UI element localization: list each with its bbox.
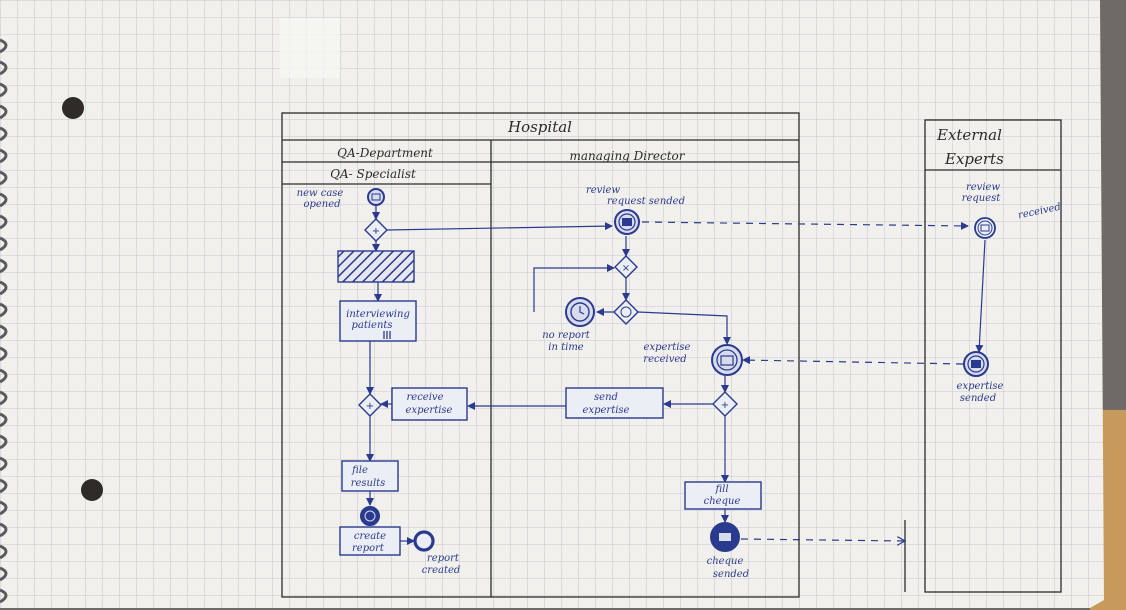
redaction-smudge <box>280 18 340 78</box>
no-report-label-2: in time <box>548 342 584 353</box>
gateway-exclusive-merge: × <box>614 255 638 279</box>
send-expertise-label-1: send <box>594 392 618 403</box>
receive-expertise-label-2: expertise <box>406 405 453 416</box>
send-event-review-request <box>614 209 640 235</box>
task-receive-expertise <box>391 387 468 421</box>
pool-hospital <box>281 112 800 598</box>
gateway-parallel-split: + <box>712 391 738 417</box>
review-request-sended-label-2: request sended <box>607 196 685 207</box>
create-report-label-2: report <box>352 543 385 554</box>
task-file-results <box>341 460 399 492</box>
end-event-cheque-sended <box>710 522 740 552</box>
receive-event-expertise <box>711 344 743 376</box>
gateway-event-based <box>613 299 639 325</box>
send-event-expertise <box>963 351 989 377</box>
report-created-label-2: created <box>422 565 461 576</box>
svg-text:×: × <box>622 263 630 274</box>
interviewing-label-1: interviewing <box>346 309 410 320</box>
report-created-label-1: report <box>427 553 460 564</box>
lane-managing-director: managing Director <box>570 149 686 163</box>
end-event-report-created <box>413 530 435 552</box>
svg-text:+: + <box>366 401 374 412</box>
expertise-sended-label-2: sended <box>960 393 996 404</box>
expertise-received-label-2: received <box>643 354 686 365</box>
receive-expertise-label-1: receive <box>407 392 444 403</box>
create-report-label-1: create <box>354 531 386 542</box>
sequence-flows <box>366 205 986 545</box>
pool-external-title-line2: Experts <box>944 150 1004 168</box>
expertise-sended-label-1: expertise <box>957 381 1004 392</box>
start-event-new-case <box>367 188 385 206</box>
punch-hole-top <box>62 97 84 119</box>
no-report-label-1: no report <box>542 330 591 341</box>
review-request-sended-label-1: review <box>586 185 620 196</box>
task-create-report <box>339 526 401 556</box>
lane-qa-department: QA-Department <box>337 146 433 160</box>
message-flows <box>641 221 969 541</box>
review-request-received-label-2: request <box>962 193 1002 204</box>
multi-instance-icon <box>383 331 391 339</box>
gateway-join: + <box>358 393 382 417</box>
interviewing-label-2: patients <box>351 320 392 331</box>
punch-hole-bottom <box>81 479 103 501</box>
svg-text:+: + <box>721 400 729 411</box>
pool-hospital-title: Hospital <box>507 118 572 136</box>
cheque-sended-label-1: cheque <box>707 556 744 567</box>
cheque-sended-label-2: sended <box>713 569 749 580</box>
task-interviewing-patients <box>339 300 417 342</box>
svg-text:+: + <box>372 226 380 237</box>
intermediate-event-before-report <box>360 506 380 526</box>
new-case-label-1: new case <box>297 188 344 199</box>
timer-event-no-report <box>565 297 595 327</box>
hatched-task <box>337 250 415 283</box>
review-request-received-label-1: review <box>966 182 1000 193</box>
expertise-received-label-1: expertise <box>644 342 691 353</box>
task-fill-cheque <box>684 481 762 510</box>
receive-event-review-request <box>974 217 996 239</box>
grid-paper <box>0 0 1104 608</box>
send-expertise-label-2: expertise <box>583 405 630 416</box>
fill-cheque-label-2: cheque <box>704 496 741 507</box>
spiral-binding <box>0 38 8 604</box>
pool-external-experts <box>904 119 1062 593</box>
fill-cheque-label-1: fill <box>714 484 728 495</box>
new-case-label-2: opened <box>303 199 340 210</box>
pool-external-title-line1: External <box>936 126 1002 144</box>
file-results-label-2: results <box>351 478 386 489</box>
task-send-expertise <box>565 387 664 419</box>
file-results-label-1: file <box>351 465 368 476</box>
lane-qa-specialist: QA- Specialist <box>330 167 416 181</box>
gateway-split: + <box>364 218 388 242</box>
